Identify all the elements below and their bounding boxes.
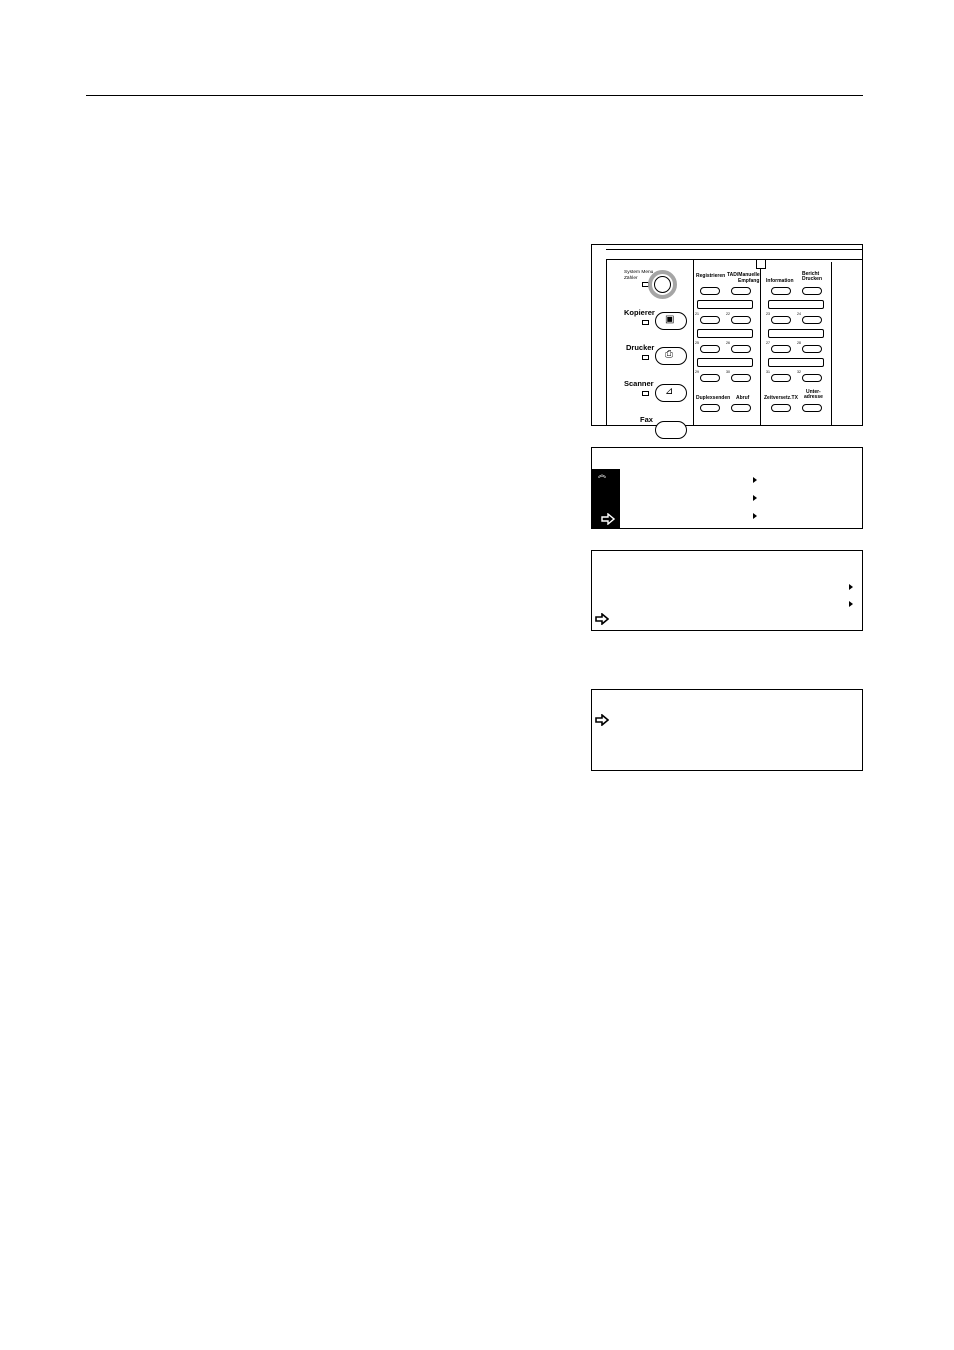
panel-hinge <box>756 259 766 269</box>
one-touch-key-24[interactable] <box>802 316 822 324</box>
key-number: 24 <box>797 312 801 316</box>
one-touch-key-25[interactable] <box>700 345 720 353</box>
label-slot <box>697 358 753 367</box>
key-number: 25 <box>695 341 699 345</box>
printer-button[interactable]: ⎙ <box>655 347 687 365</box>
triangle-right-icon <box>849 584 853 590</box>
triangle-right-icon <box>753 513 757 519</box>
unter-label: Unter- <box>806 389 821 395</box>
key-number: 22 <box>726 312 730 316</box>
copy-icon: ▣ <box>665 314 675 325</box>
lcd-screen-menu: ︽ <box>591 447 863 529</box>
bericht-drucken-key[interactable] <box>802 287 822 295</box>
unteradresse-key[interactable] <box>802 404 822 412</box>
triangle-right-icon <box>849 601 853 607</box>
key-number: 21 <box>695 312 699 316</box>
label-slot <box>768 300 824 309</box>
header-rule <box>86 95 863 96</box>
one-touch-key-27[interactable] <box>771 345 791 353</box>
one-touch-key-31[interactable] <box>771 374 791 382</box>
triangle-right-icon <box>753 477 757 483</box>
system-menu-highlight <box>648 270 677 299</box>
abruf-label: Abruf <box>736 395 750 401</box>
registrieren-key[interactable] <box>700 287 720 295</box>
abruf-key[interactable] <box>731 404 751 412</box>
one-touch-key-21[interactable] <box>700 316 720 324</box>
arrow-right-icon <box>595 613 609 625</box>
mode-label-scanner: Scanner <box>624 379 654 388</box>
caret-up-icon: ︽ <box>598 470 606 479</box>
key-number: 32 <box>797 370 801 374</box>
key-number: 30 <box>726 370 730 374</box>
zeitversetz-key[interactable] <box>771 404 791 412</box>
one-touch-key-32[interactable] <box>802 374 822 382</box>
panel-divider <box>760 262 761 426</box>
key-number: 31 <box>766 370 770 374</box>
arrow-right-icon <box>601 513 615 525</box>
adresse-label: adresse <box>804 394 823 400</box>
printer-icon: ⎙ <box>665 349 673 360</box>
key-number: 26 <box>726 341 730 345</box>
fax-button[interactable] <box>655 421 687 439</box>
system-menu-label: System Menu <box>624 270 654 275</box>
panel-top-edge <box>606 249 862 251</box>
one-touch-key-28[interactable] <box>802 345 822 353</box>
copier-button[interactable]: ▣ <box>655 312 687 330</box>
label-slot <box>768 358 824 367</box>
scanner-led <box>642 391 649 396</box>
tad-label: TAD/Manuelle <box>727 272 760 278</box>
information-key[interactable] <box>771 287 791 295</box>
one-touch-key-23[interactable] <box>771 316 791 324</box>
mode-label-copier: Kopierer <box>624 308 655 317</box>
registrieren-label: Registrieren <box>696 273 726 279</box>
label-slot <box>697 300 753 309</box>
scanner-icon: ⊿ <box>665 386 674 397</box>
triangle-right-icon <box>753 495 757 501</box>
system-menu-button[interactable] <box>654 276 671 293</box>
lcd-screen-setting <box>591 689 863 771</box>
information-label: Information <box>766 278 794 284</box>
panel-divider <box>831 262 832 426</box>
scanner-button[interactable]: ⊿ <box>655 384 687 402</box>
drucken-label: Drucken <box>802 276 823 282</box>
arrow-right-icon <box>595 714 609 726</box>
mode-label-printer: Drucker <box>626 343 655 352</box>
duplexsenden-label: Duplexsenden <box>696 395 731 401</box>
empfang-label: Empfang <box>738 278 760 284</box>
duplexsenden-key[interactable] <box>700 404 720 412</box>
copier-led <box>642 320 649 325</box>
label-slot <box>768 329 824 338</box>
key-number: 29 <box>695 370 699 374</box>
control-panel-illustration <box>591 244 863 426</box>
label-slot <box>697 329 753 338</box>
lcd-scroll-bar: ︽ <box>592 469 620 528</box>
key-number: 23 <box>766 312 770 316</box>
one-touch-key-29[interactable] <box>700 374 720 382</box>
one-touch-key-22[interactable] <box>731 316 751 324</box>
panel-body <box>606 259 862 425</box>
counter-label: Zähler <box>624 276 638 281</box>
key-number: 28 <box>797 341 801 345</box>
panel-divider <box>693 260 694 426</box>
lcd-screen-submenu <box>591 550 863 631</box>
printer-led <box>642 355 649 360</box>
bericht-label: Bericht <box>802 271 820 277</box>
mode-label-fax: Fax <box>640 415 653 424</box>
one-touch-key-26[interactable] <box>731 345 751 353</box>
key-number: 27 <box>766 341 770 345</box>
tad-key[interactable] <box>731 287 751 295</box>
zeitversetz-label: Zeitversetz.TX <box>764 395 798 401</box>
one-touch-key-30[interactable] <box>731 374 751 382</box>
